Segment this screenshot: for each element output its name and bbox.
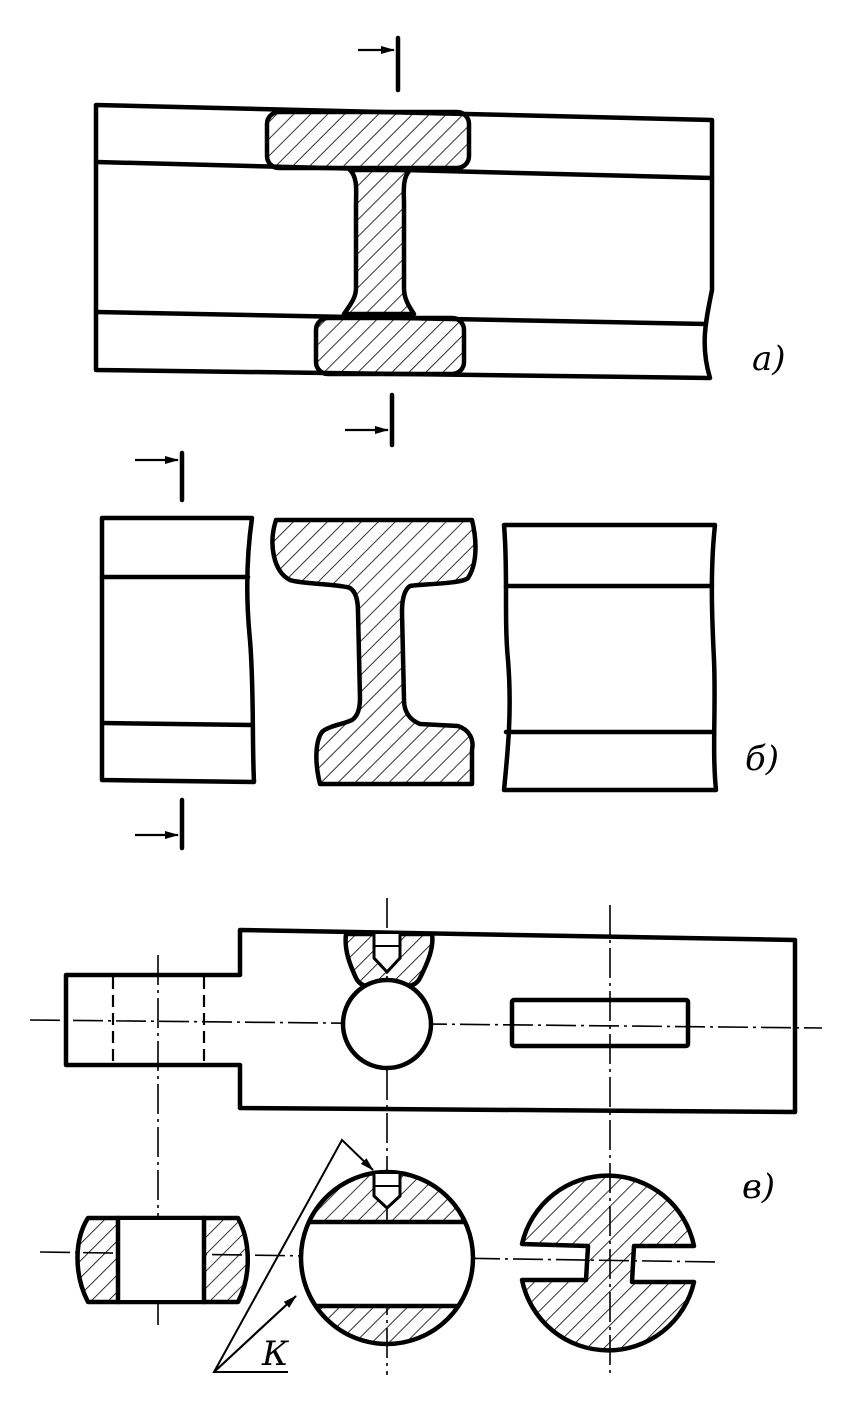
figure-a-label: а): [752, 339, 786, 379]
figure-a-frame: [93, 102, 715, 381]
section-mark-top: [358, 35, 401, 93]
figure-a-top-flange: [264, 109, 472, 171]
section-mark-b-bottom: [135, 797, 185, 851]
figure-a-web: [341, 167, 417, 317]
section-mark-bottom: [345, 392, 395, 448]
label-k: К: [261, 1334, 290, 1374]
figure-b: б): [99, 450, 779, 851]
figure-v-part-outline: [63, 927, 798, 1115]
section-middle-circle: [298, 1169, 476, 1347]
figure-b-label: б): [745, 739, 779, 779]
section-left-barrel: [75, 1215, 250, 1305]
section-mark-b-top: [135, 450, 185, 503]
leader-k: [212, 1138, 374, 1373]
section-right-t-slot: [519, 1173, 697, 1353]
section-left-barrel-bore: [118, 1220, 204, 1300]
figure-v-slot: [509, 997, 691, 1049]
figure-v: К в): [29, 898, 823, 1375]
figure-b-left-lower-line: [99, 720, 255, 728]
figure-v-round-hole: [340, 977, 434, 1071]
figure-a: а): [93, 35, 786, 448]
figure-b-right-block: [501, 522, 719, 793]
figure-v-label: в): [742, 1167, 775, 1207]
figure-b-i-beam-section: [270, 517, 478, 787]
figure-v-drill-hole: [372, 934, 402, 975]
figure-b-left-block: [99, 515, 257, 785]
figure-a-bottom-flange: [313, 315, 467, 377]
